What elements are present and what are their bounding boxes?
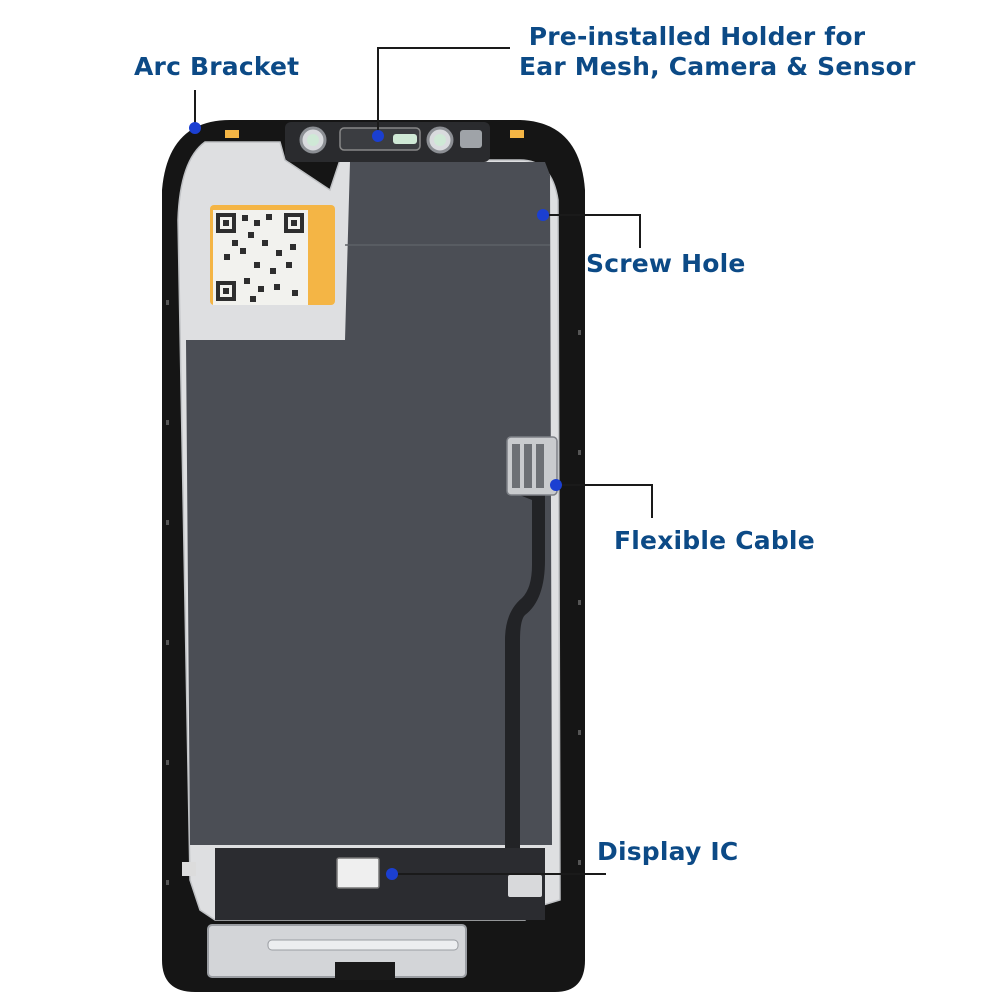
marker-dot-holder (372, 130, 384, 142)
graphite-sheet (186, 162, 552, 845)
display-ic-chip (336, 857, 380, 889)
label-flexible-cable: Flexible Cable (614, 526, 815, 555)
leader-flexible-cable (556, 484, 653, 518)
marker-dot-display-ic (386, 868, 398, 880)
label-display-ic: Display IC (597, 837, 739, 866)
label-arc-bracket: Arc Bracket (134, 52, 300, 81)
label-pre-installed-holder: Pre-installed Holder for Ear Mesh, Camer… (519, 22, 916, 82)
leader-screw-hole (543, 214, 641, 248)
label-holder-line-2: Ear Mesh, Camera & Sensor (519, 52, 916, 81)
label-screw-hole: Screw Hole (586, 249, 746, 278)
qr-code-pattern (216, 213, 304, 302)
bottom-driver-board (215, 848, 545, 920)
frame-ticks-right (578, 330, 581, 865)
marker-dot-arc-bracket (189, 122, 201, 134)
marker-dots (189, 122, 562, 880)
marker-dot-flexible-cable (550, 479, 562, 491)
leader-holder (377, 47, 510, 136)
flex-cable-ribbon (505, 470, 545, 850)
marker-dot-screw-hole (537, 209, 549, 221)
leader-lines (194, 47, 653, 875)
frame-ticks-left (166, 300, 169, 885)
label-holder-line-1: Pre-installed Holder for (528, 22, 866, 51)
